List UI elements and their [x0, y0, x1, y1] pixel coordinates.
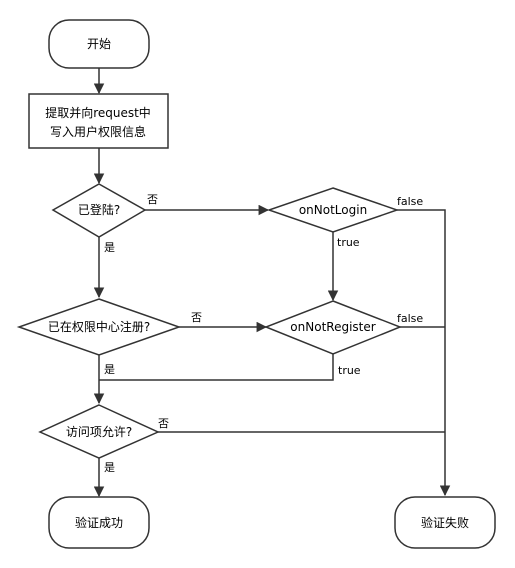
- node-success: 验证成功: [48, 496, 150, 549]
- label-registered-yes: 是: [104, 363, 115, 376]
- node-start: 开始: [48, 19, 150, 69]
- label-logged-in-yes: 是: [104, 241, 115, 254]
- node-logged-in: 已登陆?: [51, 183, 147, 238]
- label-on-not-register-true: true: [338, 364, 361, 377]
- label-access-no: 否: [158, 417, 169, 430]
- node-on-not-register: onNotRegister: [263, 300, 403, 355]
- node-on-not-login: onNotLogin: [266, 187, 400, 233]
- node-extract-label-1: 提取并向request中: [45, 105, 151, 120]
- edges: [93, 68, 451, 498]
- node-on-not-register-label: onNotRegister: [290, 320, 375, 334]
- node-on-not-login-label: onNotLogin: [299, 203, 367, 217]
- node-extract-label-2: 写入用户权限信息: [50, 124, 146, 139]
- node-access-allowed: 访问项允许?: [38, 404, 160, 459]
- node-failure: 验证失败: [394, 496, 496, 549]
- node-logged-in-label: 已登陆?: [78, 202, 120, 217]
- node-access-allowed-label: 访问项允许?: [66, 424, 132, 439]
- edge-labels: 否 是 false true 否 是 false true 否 是: [104, 193, 423, 474]
- node-registered-label: 已在权限中心注册?: [48, 319, 150, 334]
- label-registered-no: 否: [191, 311, 202, 324]
- edge-on-not-register-true: [99, 354, 334, 381]
- label-on-not-register-false: false: [397, 312, 423, 325]
- node-failure-label: 验证失败: [421, 515, 469, 530]
- label-on-not-login-true: true: [337, 236, 360, 249]
- edge-on-not-login-false: [397, 209, 451, 497]
- node-start-label: 开始: [87, 37, 111, 51]
- node-success-label: 验证成功: [75, 515, 123, 530]
- node-extract: 提取并向request中 写入用户权限信息: [28, 93, 169, 149]
- node-registered: 已在权限中心注册?: [16, 298, 182, 356]
- label-logged-in-no: 否: [147, 193, 158, 206]
- label-on-not-login-false: false: [397, 195, 423, 208]
- label-access-yes: 是: [104, 461, 115, 474]
